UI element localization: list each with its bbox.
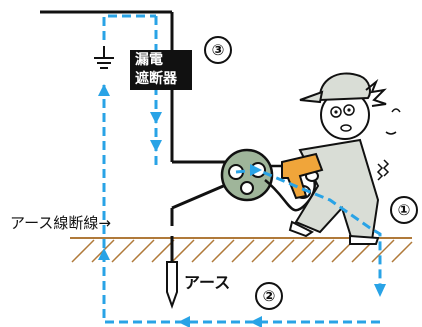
breaker-label-line2: 遮断器 xyxy=(135,71,177,87)
ground-symbol-icon xyxy=(94,46,114,69)
breaker-label-line1: 漏電 xyxy=(135,52,163,68)
earth-rod-icon xyxy=(166,261,178,309)
earth-label: アース xyxy=(184,273,231,292)
marker-3: ③ xyxy=(204,36,232,64)
marker-1: ① xyxy=(390,196,418,224)
electric-drill-icon xyxy=(270,152,324,200)
marker-2: ② xyxy=(255,282,283,310)
leakage-breaker-box: 漏電 遮断器 xyxy=(130,50,192,90)
motor-icon xyxy=(220,148,274,202)
current-arrows xyxy=(98,84,386,327)
earth-wire-break-label: アース線断線→ xyxy=(10,214,111,232)
